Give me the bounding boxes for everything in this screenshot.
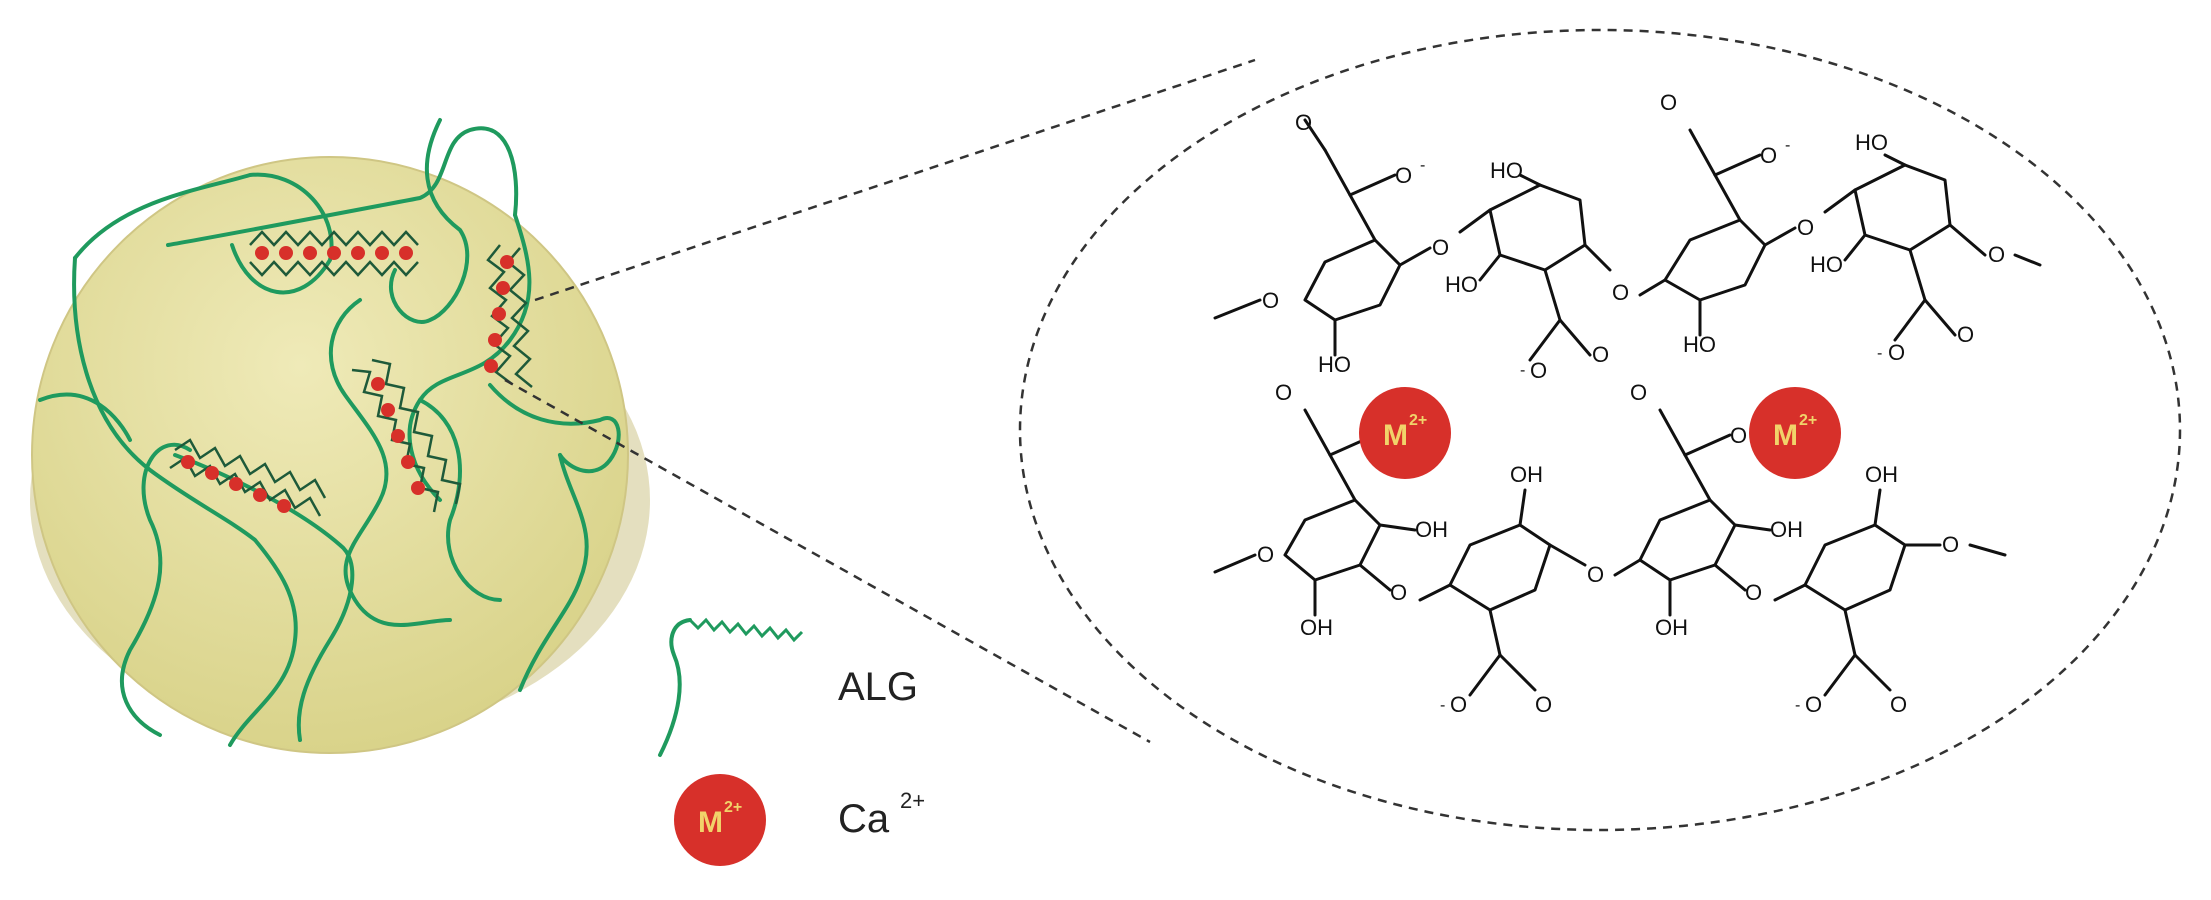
egg-box-structure [1213, 118, 2042, 697]
alginate-chain-icon [658, 618, 692, 757]
label-oh: OH [1770, 517, 1803, 542]
ion-charge: 2+ [1799, 412, 1817, 429]
label-o-minus: O [1530, 358, 1547, 383]
ion-1: M 2+ [1359, 387, 1451, 479]
label-o: O [1660, 90, 1677, 115]
zoom-ellipse [1018, 28, 2182, 832]
label-o: O [1257, 542, 1274, 567]
junction-2 [484, 244, 533, 388]
label-o: O [1630, 380, 1647, 405]
hydrogel-bead [30, 156, 650, 754]
label-o-minus: O [1395, 163, 1412, 188]
label-o: O [1890, 692, 1907, 717]
alginate-chain-icon [688, 617, 804, 643]
chain-7 [119, 442, 192, 737]
label-oh: OH [1415, 517, 1448, 542]
label-ho: HO [1810, 252, 1843, 277]
metal-ion-icon [1749, 387, 1841, 479]
zoom-line-bottom [504, 378, 1151, 744]
ion-label: M [698, 806, 723, 839]
label-o: O [1587, 562, 1604, 587]
label-minus: - [1795, 697, 1800, 714]
legend-chain-label: ALG [838, 665, 918, 709]
chain-11 [228, 538, 298, 747]
label-minus: - [1520, 362, 1525, 379]
label-o: O [1942, 532, 1959, 557]
legend: ALG M 2+ Ca 2+ [658, 617, 925, 866]
label-minus: - [1440, 697, 1445, 714]
junction-3 [351, 358, 462, 513]
label-oh: OH [1655, 615, 1688, 640]
label-o-minus: O [1450, 692, 1467, 717]
legend-ion-charge: 2+ [900, 788, 925, 813]
label-o: O [1612, 280, 1629, 305]
zoom-line-top [534, 58, 1256, 302]
label-minus: - [1420, 157, 1425, 174]
bead-body [31, 156, 629, 754]
legend-item-ion: M 2+ Ca 2+ [674, 774, 925, 866]
ion-charge: 2+ [1409, 412, 1427, 429]
label-o: O [1957, 322, 1974, 347]
chain-9 [488, 383, 621, 474]
label-ho: HO [1445, 272, 1478, 297]
label-minus: - [1877, 345, 1882, 362]
label-o: O [1275, 380, 1292, 405]
metal-ion-icon [674, 774, 766, 866]
atom-labels: O O O - HO O HO HO - O O O O O - HO O HO… [1257, 90, 2005, 717]
chain-6 [328, 298, 452, 627]
legend-ion-label: Ca [838, 797, 890, 841]
legend-item-chain: ALG [658, 617, 918, 757]
label-o-minus: O [1888, 340, 1905, 365]
ion-label: M [1773, 419, 1798, 452]
label-o: O [1535, 692, 1552, 717]
chain-5 [407, 213, 532, 502]
label-o: O [1797, 215, 1814, 240]
ion-label: M [1383, 419, 1408, 452]
label-o: O [1262, 288, 1279, 313]
junction-1 [249, 230, 419, 277]
chain-10 [518, 453, 589, 692]
label-oh: OH [1510, 462, 1543, 487]
chain-4 [388, 118, 470, 324]
alginate-chains [38, 118, 621, 747]
label-o-minus: O [1805, 692, 1822, 717]
label-ho: HO [1318, 352, 1351, 377]
egg-box-junctions [169, 230, 533, 517]
label-ho: HO [1490, 158, 1523, 183]
label-oh: OH [1300, 615, 1333, 640]
label-ho: HO [1683, 332, 1716, 357]
chain-1 [73, 172, 334, 295]
chain-3 [72, 256, 257, 542]
chain-2 [166, 126, 519, 247]
ion-2: M 2+ [1749, 387, 1841, 479]
label-o: O [1432, 235, 1449, 260]
label-o-minus: O [1730, 423, 1747, 448]
label-minus: - [1785, 137, 1790, 154]
chain-12 [38, 392, 132, 442]
zoom-callout [504, 28, 2182, 832]
junction-4 [169, 438, 327, 517]
label-ho: HO [1855, 130, 1888, 155]
label-o-minus: O [1760, 143, 1777, 168]
label-o: O [1390, 580, 1407, 605]
label-o: O [1295, 110, 1312, 135]
ion-charge: 2+ [724, 799, 742, 816]
label-o: O [1745, 580, 1762, 605]
chain-13 [418, 398, 502, 602]
label-o: O [1988, 242, 2005, 267]
metal-ion-icon [1359, 387, 1451, 479]
label-oh: OH [1865, 462, 1898, 487]
label-o: O [1592, 342, 1609, 367]
